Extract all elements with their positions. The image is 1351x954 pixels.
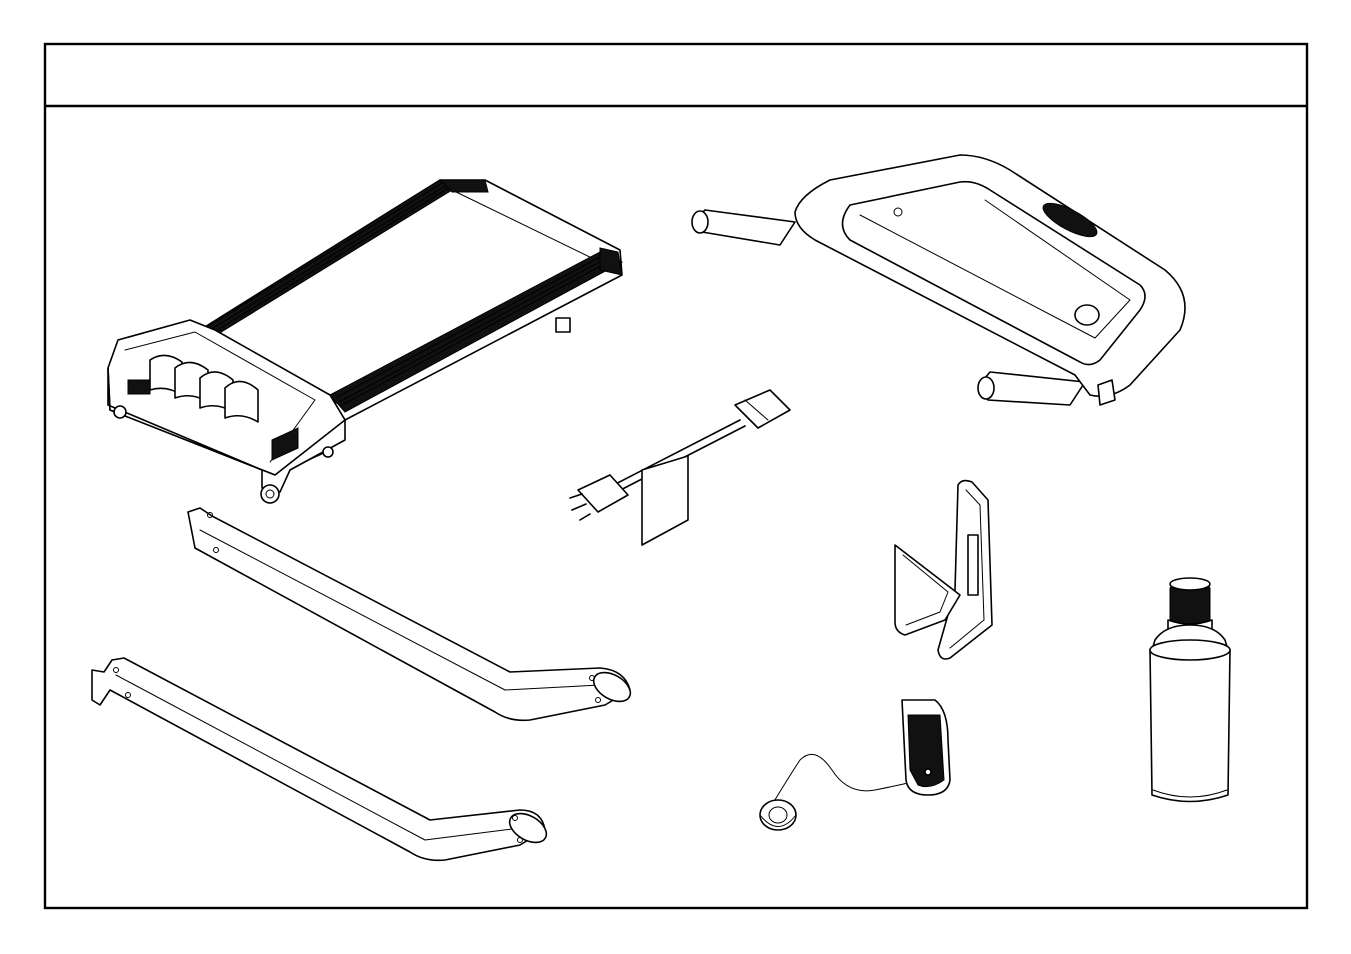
parts-diagram-sheet [0,0,1351,954]
